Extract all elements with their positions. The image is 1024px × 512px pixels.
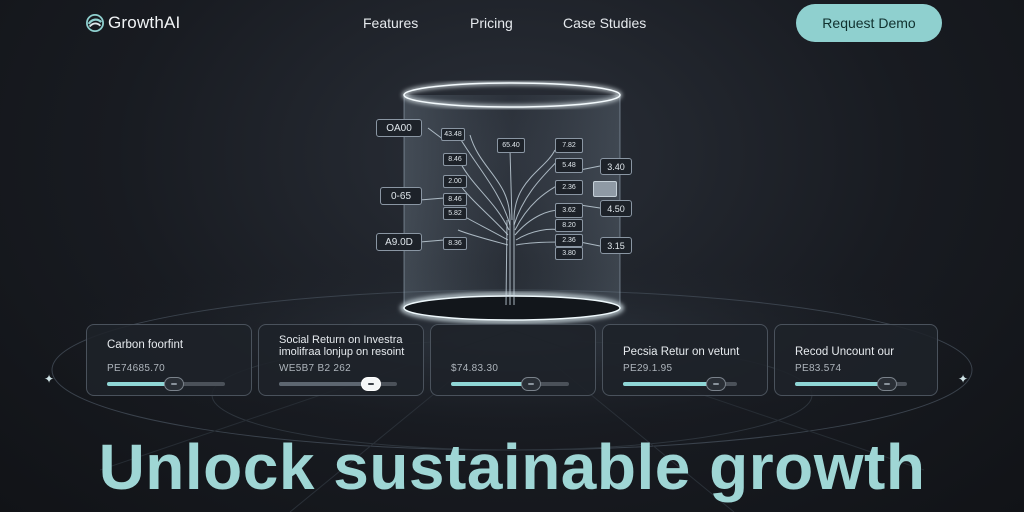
hero-data-cylinder — [400, 81, 624, 324]
data-tag: 2.00 — [443, 175, 467, 188]
data-tag: 7.82 — [555, 138, 583, 153]
card-slider-handle[interactable] — [164, 377, 185, 391]
data-tag: 3.15 — [600, 237, 632, 254]
card-value: $74.83.30 — [451, 363, 499, 374]
data-tag: 5.48 — [555, 158, 583, 173]
card-slider-fill — [795, 382, 887, 386]
data-tag: OA00 — [376, 119, 422, 137]
data-tag: 2.36 — [555, 180, 583, 195]
card-title: Social Return on Investra imolifraa lonj… — [279, 334, 405, 358]
metric-card-blank[interactable]: $74.83.30 — [430, 324, 596, 396]
card-slider-fill — [623, 382, 717, 386]
card-slider-track[interactable] — [795, 377, 907, 391]
metric-card-percent-return[interactable]: Pecsia Retur on vetunt PE29.1.95 — [602, 324, 768, 396]
nav-link-features[interactable]: Features — [363, 15, 419, 31]
card-slider-track[interactable] — [623, 377, 737, 391]
data-tag: 8.46 — [443, 193, 467, 206]
data-tag: 2.36 — [555, 234, 583, 247]
brand-name: GrowthAI — [108, 13, 181, 32]
nav-link-case-studies[interactable]: Case Studies — [563, 15, 647, 31]
card-slider-track[interactable] — [451, 377, 569, 391]
data-tag: 3.80 — [555, 247, 583, 260]
brand-logo[interactable]: GrowthAI — [86, 13, 180, 33]
card-slider-fill — [451, 382, 532, 386]
card-title: Pecsia Retur on vetunt — [623, 346, 740, 358]
card-title: Carbon foorfint — [107, 339, 184, 351]
card-slider-track[interactable] — [107, 377, 225, 391]
metric-card-record-count[interactable]: Recod Uncount our PE83.574 — [774, 324, 938, 396]
data-tag: 65.40 — [497, 138, 525, 153]
sparkle-icon: ✦ — [44, 372, 55, 386]
data-tag: 0-65 — [380, 187, 422, 205]
top-nav: GrowthAI Features Pricing Case Studies R… — [0, 0, 1024, 46]
card-slider-handle[interactable] — [876, 377, 897, 391]
data-tag: 3.62 — [555, 203, 583, 218]
card-title: Recod Uncount our — [795, 346, 895, 358]
data-tag-highlight — [593, 181, 617, 197]
card-slider-fill — [107, 382, 175, 386]
data-tag: 5.82 — [443, 207, 467, 220]
data-tag: 8.20 — [555, 219, 583, 232]
data-tag: 8.36 — [443, 237, 467, 250]
card-slider-handle[interactable] — [361, 377, 382, 391]
metric-card-social-return[interactable]: Social Return on Investra imolifraa lonj… — [258, 324, 424, 396]
data-tag: 8.46 — [443, 153, 467, 166]
card-value: PE74685.70 — [107, 363, 166, 374]
card-slider-fill — [279, 382, 372, 386]
card-value: WE5B7 B2 262 — [279, 363, 351, 374]
nav-link-pricing[interactable]: Pricing — [470, 15, 513, 31]
request-demo-button[interactable]: Request Demo — [796, 4, 942, 42]
data-tag: 4.50 — [600, 200, 632, 217]
data-tag: 3.40 — [600, 158, 632, 175]
metric-card-carbon-footprint[interactable]: Carbon foorfint PE74685.70 — [86, 324, 252, 396]
card-slider-handle[interactable] — [706, 377, 727, 391]
growth-logo-icon — [86, 14, 104, 32]
data-tag: 43.48 — [441, 128, 465, 141]
data-tag: A9.0D — [376, 233, 422, 251]
hero-headline: Unlock sustainable growth — [98, 431, 926, 503]
card-value: PE29.1.95 — [623, 363, 673, 374]
card-slider-handle[interactable] — [521, 377, 542, 391]
sparkle-icon: ✦ — [958, 372, 969, 386]
card-value: PE83.574 — [795, 363, 842, 374]
card-slider-track[interactable] — [279, 377, 397, 391]
